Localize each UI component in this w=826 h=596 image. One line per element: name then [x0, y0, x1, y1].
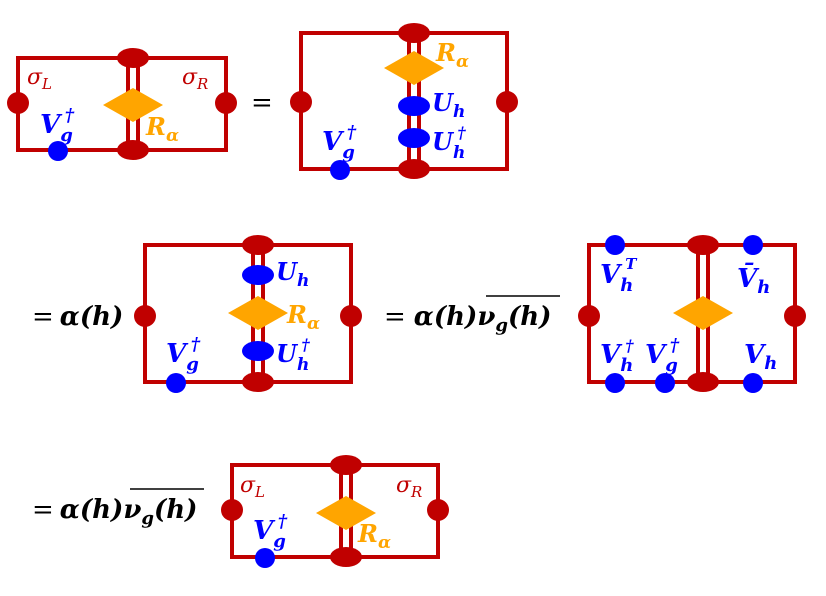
r-alpha-diamond	[103, 88, 163, 122]
diagram-3: σL σR Vg† Rα	[221, 455, 449, 568]
red-ellipse-bottom	[398, 159, 430, 179]
vg-dagger-label: Vg†	[166, 334, 201, 375]
diagram-2-middle: Uh Rα Uh† Vg†	[134, 235, 362, 393]
blue-dot-vg-dagger	[655, 373, 675, 393]
red-dot-right	[215, 92, 237, 114]
blue-dot-vg	[48, 141, 68, 161]
red-dot-left	[134, 305, 156, 327]
red-dot-left	[578, 305, 600, 327]
blue-ellipse-u-dagger	[242, 341, 274, 361]
red-ellipse-bottom	[687, 372, 719, 392]
blue-dot-vh-dagger	[605, 373, 625, 393]
r-alpha-diamond	[673, 296, 733, 330]
r-alpha-label: Rα	[145, 112, 179, 146]
u-h-label: Uh	[276, 257, 309, 291]
u-h-dagger-label: Uh†	[276, 335, 310, 375]
blue-dot-vbar-h	[743, 235, 763, 255]
vg-dagger-label: Vg†	[322, 122, 357, 163]
red-dot-right	[784, 305, 806, 327]
svg-text:=α(h)νg(h): =α(h)νg(h)	[384, 302, 551, 336]
vh-T-label: VhT	[600, 255, 638, 296]
red-dot-right	[496, 91, 518, 113]
red-ellipse-top	[398, 23, 430, 43]
r-alpha-diamond	[316, 496, 376, 530]
vbar-h-label: V̄h	[737, 262, 770, 298]
vh-label: Vh	[744, 340, 777, 374]
red-ellipse-bottom	[330, 547, 362, 567]
blue-dot-vg	[330, 160, 350, 180]
r-alpha-diamond	[384, 51, 444, 85]
sigma-L-label: σL	[27, 65, 52, 93]
vg-dagger-label: Vg†	[40, 105, 75, 146]
vh-dagger-label: Vh†	[600, 336, 634, 376]
red-dot-right	[427, 499, 449, 521]
diagram-1-left: σL σR Vg† Rα	[7, 48, 237, 161]
vg-dagger-label: Vg†	[253, 511, 288, 552]
vg-dagger-label: Vg†	[645, 335, 680, 376]
svg-text:=α(h)νg(h): =α(h)νg(h)	[32, 495, 197, 529]
equals-alpha-h-nu-3: =α(h)νg(h)	[32, 488, 204, 529]
red-ellipse-top	[330, 455, 362, 475]
r-alpha-diamond	[228, 296, 288, 330]
blue-dot-vg	[255, 548, 275, 568]
red-dot-left	[7, 92, 29, 114]
u-h-label: Uh	[432, 88, 465, 122]
blue-ellipse-u	[242, 265, 274, 285]
blue-ellipse-u	[398, 96, 430, 116]
r-alpha-label: Rα	[286, 300, 320, 334]
equals-alpha-h-1: =α(h)	[32, 302, 123, 332]
blue-ellipse-u-dagger	[398, 128, 430, 148]
diagram-1-right: Rα Uh Uh† Vg†	[290, 23, 518, 180]
sigma-L-label: σL	[240, 473, 265, 501]
red-ellipse-top	[117, 48, 149, 68]
sigma-R-label: σR	[396, 473, 422, 501]
equals-sign-1: =	[251, 88, 273, 118]
red-ellipse-top	[687, 235, 719, 255]
diagram-2-right: VhT V̄h Vh† Vg† Vh	[578, 235, 806, 393]
equals-alpha-h-nu-2: =α(h)νg(h)	[384, 295, 560, 336]
r-alpha-label: Rα	[435, 38, 469, 72]
red-dot-right	[340, 305, 362, 327]
sigma-R-label: σR	[182, 65, 208, 93]
red-dot-left	[221, 499, 243, 521]
u-h-dagger-label: Uh†	[432, 123, 466, 163]
blue-dot-vh-T	[605, 235, 625, 255]
red-ellipse-bottom	[117, 140, 149, 160]
red-ellipse-top	[242, 235, 274, 255]
blue-dot-vh	[743, 373, 763, 393]
red-ellipse-bottom	[242, 372, 274, 392]
blue-dot-vg	[166, 373, 186, 393]
r-alpha-label: Rα	[357, 519, 391, 553]
red-dot-left	[290, 91, 312, 113]
